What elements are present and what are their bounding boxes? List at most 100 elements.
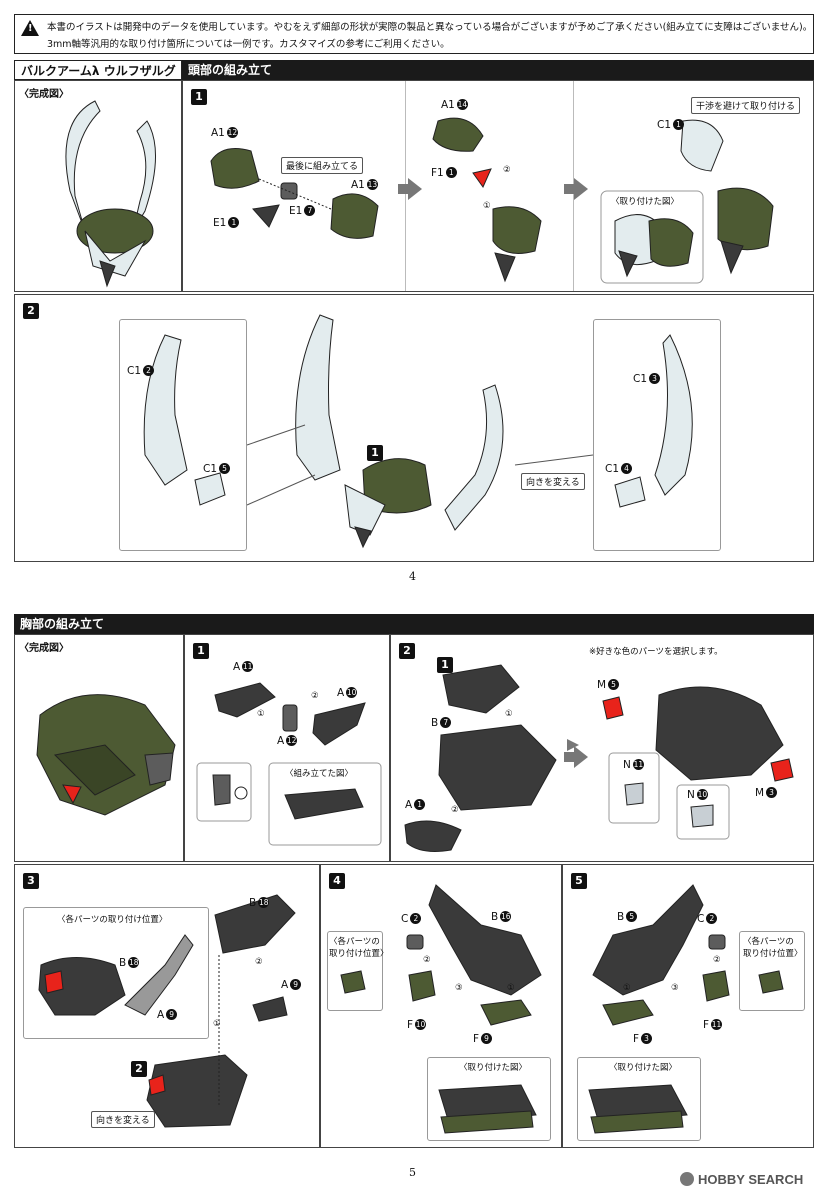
attached-subpanel (577, 1057, 701, 1141)
head-completed-illustration (65, 100, 156, 288)
positions-label-1: 〈各パーツの (743, 937, 794, 947)
chest-step-4-illustration (340, 884, 542, 1134)
head-completed-panel: 〈完成図〉 (14, 80, 182, 292)
inner-step-ref: 1 (437, 657, 453, 673)
order-mark: ② (451, 805, 459, 815)
warning-icon: ! (21, 20, 39, 36)
watermark-logo-icon (680, 1172, 694, 1186)
head-completed-label: 〈完成図〉 (19, 89, 69, 100)
chest-completed-panel: 〈完成図〉 (14, 634, 184, 862)
assembled-view-label: 〈組み立てた図〉 (285, 769, 354, 779)
notice-line-2: 3mm軸等汎用的な取り付け箇所については一例です。カスタマイズの参考にご利用くだ… (47, 39, 450, 50)
order-mark: ① (507, 983, 515, 993)
chest-section-title: 胸部の組み立て (14, 614, 814, 634)
order-mark: ① (623, 983, 631, 993)
inner-step-ref: 2 (131, 1061, 147, 1077)
order-mark: ① (213, 1019, 221, 1029)
step-number: 1 (191, 89, 207, 105)
order-mark: ③ (455, 983, 463, 993)
step-number: 2 (23, 303, 39, 319)
positions-label: 〈各パーツの取り付け位置〉 (57, 915, 168, 925)
callout-turn: 向きを変える (91, 1111, 155, 1128)
next-arrow (398, 178, 422, 200)
head-section-title: 頭部の組み立て (182, 60, 814, 80)
attached-view-label: 〈取り付けた図〉 (611, 197, 680, 207)
attached-subpanel (427, 1057, 551, 1141)
positions-subpanel (23, 907, 209, 1039)
color-choice-note: ※好きな色のパーツを選択します。 (589, 647, 723, 657)
page-number-4: 4 (409, 570, 416, 583)
order-mark: ② (255, 957, 263, 967)
order-mark: ② (423, 955, 431, 965)
positions-subpanel (327, 931, 383, 1011)
order-mark: ② (713, 955, 721, 965)
order-mark: ① (505, 709, 513, 719)
step-number: 4 (329, 873, 345, 889)
watermark: HOBBY SEARCH (680, 1172, 803, 1187)
product-name: バルクアームλ ウルフザルグ (14, 60, 182, 80)
next-arrow (564, 178, 588, 200)
chest-step-1-illustration (196, 682, 382, 846)
order-mark: ① (483, 201, 491, 211)
callout-assemble-last: 最後に組み立てる (281, 157, 364, 174)
order-mark: ① (257, 709, 265, 719)
chest-step-3-illustration (38, 894, 296, 1128)
inner-step-ref: 1 (367, 445, 383, 461)
next-arrow (564, 746, 588, 768)
order-mark: ② (503, 165, 511, 175)
head-step-1-illustration (210, 117, 774, 284)
positions-label-2: 取り付け位置〉 (329, 949, 389, 959)
subpanel-left (119, 319, 247, 551)
chest-completed-label: 〈完成図〉 (19, 643, 69, 654)
notice-box: ! 本書のイラストは開発中のデータを使用しています。やむをえず細部の形状が実際の… (14, 14, 814, 54)
order-mark: ③ (671, 983, 679, 993)
page-number-5: 5 (409, 1166, 416, 1179)
step-number: 1 (193, 643, 209, 659)
positions-label-2: 取り付け位置〉 (743, 949, 803, 959)
positions-label-1: 〈各パーツの (329, 937, 380, 947)
chest-step-2-illustration (404, 664, 794, 852)
notice-line-1: 本書のイラストは開発中のデータを使用しています。やむをえず細部の形状が実際の製品… (47, 22, 813, 33)
callout-turn: 向きを変える (521, 473, 585, 490)
step-number: 2 (399, 643, 415, 659)
step-number: 3 (23, 873, 39, 889)
step-number: 5 (571, 873, 587, 889)
positions-subpanel (739, 931, 805, 1011)
